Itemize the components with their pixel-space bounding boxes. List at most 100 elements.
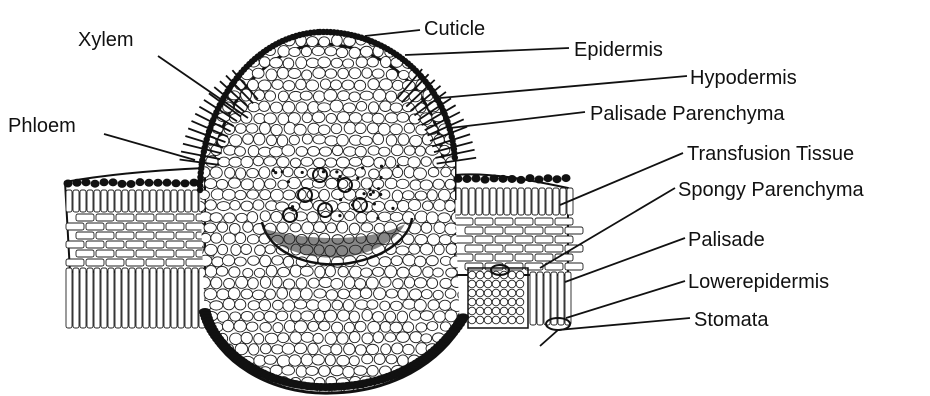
parenchyma-cell [420,244,433,255]
parenchyma-cell [306,300,319,311]
label-transfusion-tissue: Transfusion Tissue [687,143,854,165]
palisade-parenchyma-leader [450,112,585,128]
parenchyma-cell [355,321,366,332]
parenchyma-cell [408,48,420,58]
spongy-cell [505,227,523,234]
parenchyma-cell [349,92,360,102]
parenchyma-cell [230,200,240,210]
epidermis-cell [145,179,154,187]
parenchyma-cell [404,123,414,133]
parenchyma-cell [272,80,283,90]
spongy-cell [475,254,493,261]
parenchyma-cell [355,279,366,290]
parenchyma-cell [379,79,392,90]
parenchyma-cell [439,300,451,310]
parenchyma-cell [422,134,432,145]
parenchyma-cell [421,334,432,343]
parenchyma-cell [235,147,246,157]
spongy-cell [455,218,473,225]
parenchyma-cell [229,157,242,167]
parenchyma-cell [271,124,282,135]
parenchyma-cell [212,58,224,68]
parenchyma-cell [260,344,271,354]
parenchyma-cell [372,69,384,78]
cuticle-cell [452,154,458,160]
parenchyma-cell [308,278,319,288]
parenchyma-cell [356,101,366,111]
lower-palisade-cell [94,268,100,328]
parenchyma-cell [393,167,403,177]
epidermis-cell [181,179,190,187]
parenchyma-cell [283,102,295,114]
lower-epidermis-cell [320,383,332,391]
palisade-cell [476,188,482,215]
parenchyma-cell [272,256,284,265]
parenchyma-cell [373,332,383,343]
parenchyma-cell [355,300,368,310]
parenchyma-cell [392,190,402,202]
parenchyma-cell [278,267,290,276]
parenchyma-cell [398,288,408,300]
parenchyma-cell [225,167,235,178]
epidermis-cell [553,175,562,183]
spongy-cell [186,259,204,266]
parenchyma-cell [404,35,415,45]
parenchyma-cell [302,70,312,80]
parenchyma-cell [192,333,204,344]
parenchyma-cell [360,46,372,57]
parenchyma-cell [277,157,289,168]
parenchyma-cell [289,288,300,300]
parenchyma-cell [228,178,240,188]
parenchyma-cell [446,355,458,366]
spongy-cell [86,241,104,248]
parenchyma-cell [236,168,246,179]
stoma-cell [508,271,516,279]
epidermis-cell [472,175,481,183]
parenchyma-cell [211,189,224,200]
parenchyma-cell [223,366,234,378]
parenchyma-cell [331,278,343,289]
parenchyma-cell [391,35,402,47]
parenchyma-cell [440,58,450,69]
epidermis-cell [100,178,109,186]
stoma-cell [516,271,524,279]
palisade-cell [192,190,198,212]
spongy-cell [515,236,533,243]
parenchyma-cell [368,79,379,90]
stoma-cell [468,271,476,279]
palisade-cell [178,190,184,212]
parenchyma-cell [224,388,235,396]
parenchyma-cell [217,46,228,58]
spongy-cell [545,227,563,234]
spongy-cell [106,223,124,230]
parenchyma-cell [402,191,414,200]
stoma-cell [476,289,484,297]
lowerepidermis-leader [566,281,685,318]
palisade-cell [87,190,93,212]
palisade-cell [546,188,552,215]
parenchyma-cell [260,190,271,200]
parenchyma-cell [421,222,432,233]
epidermis-cell [172,179,181,187]
parenchyma-cell [367,123,378,134]
parenchyma-cell [338,202,350,211]
parenchyma-cell [283,300,295,312]
parenchyma-cell [337,333,348,344]
parenchyma-cell [403,212,415,224]
epidermis-cell [535,176,544,184]
parenchyma-cell [230,312,241,321]
lower-palisade-cell [530,272,536,325]
parenchyma-cell [300,91,312,100]
transfusion-dot [338,214,341,217]
parenchyma-cell [312,46,324,55]
parenchyma-cell [385,178,397,189]
epidermis-cell [64,180,73,188]
parenchyma-cell [434,222,446,234]
spongy-cell [96,214,114,221]
parenchyma-cell [433,268,444,277]
parenchyma-cell [393,279,404,289]
spongy-cell [515,218,533,225]
parenchyma-cell [313,68,325,79]
hypodermis-leader [440,76,687,98]
parenchyma-cell [243,222,253,233]
